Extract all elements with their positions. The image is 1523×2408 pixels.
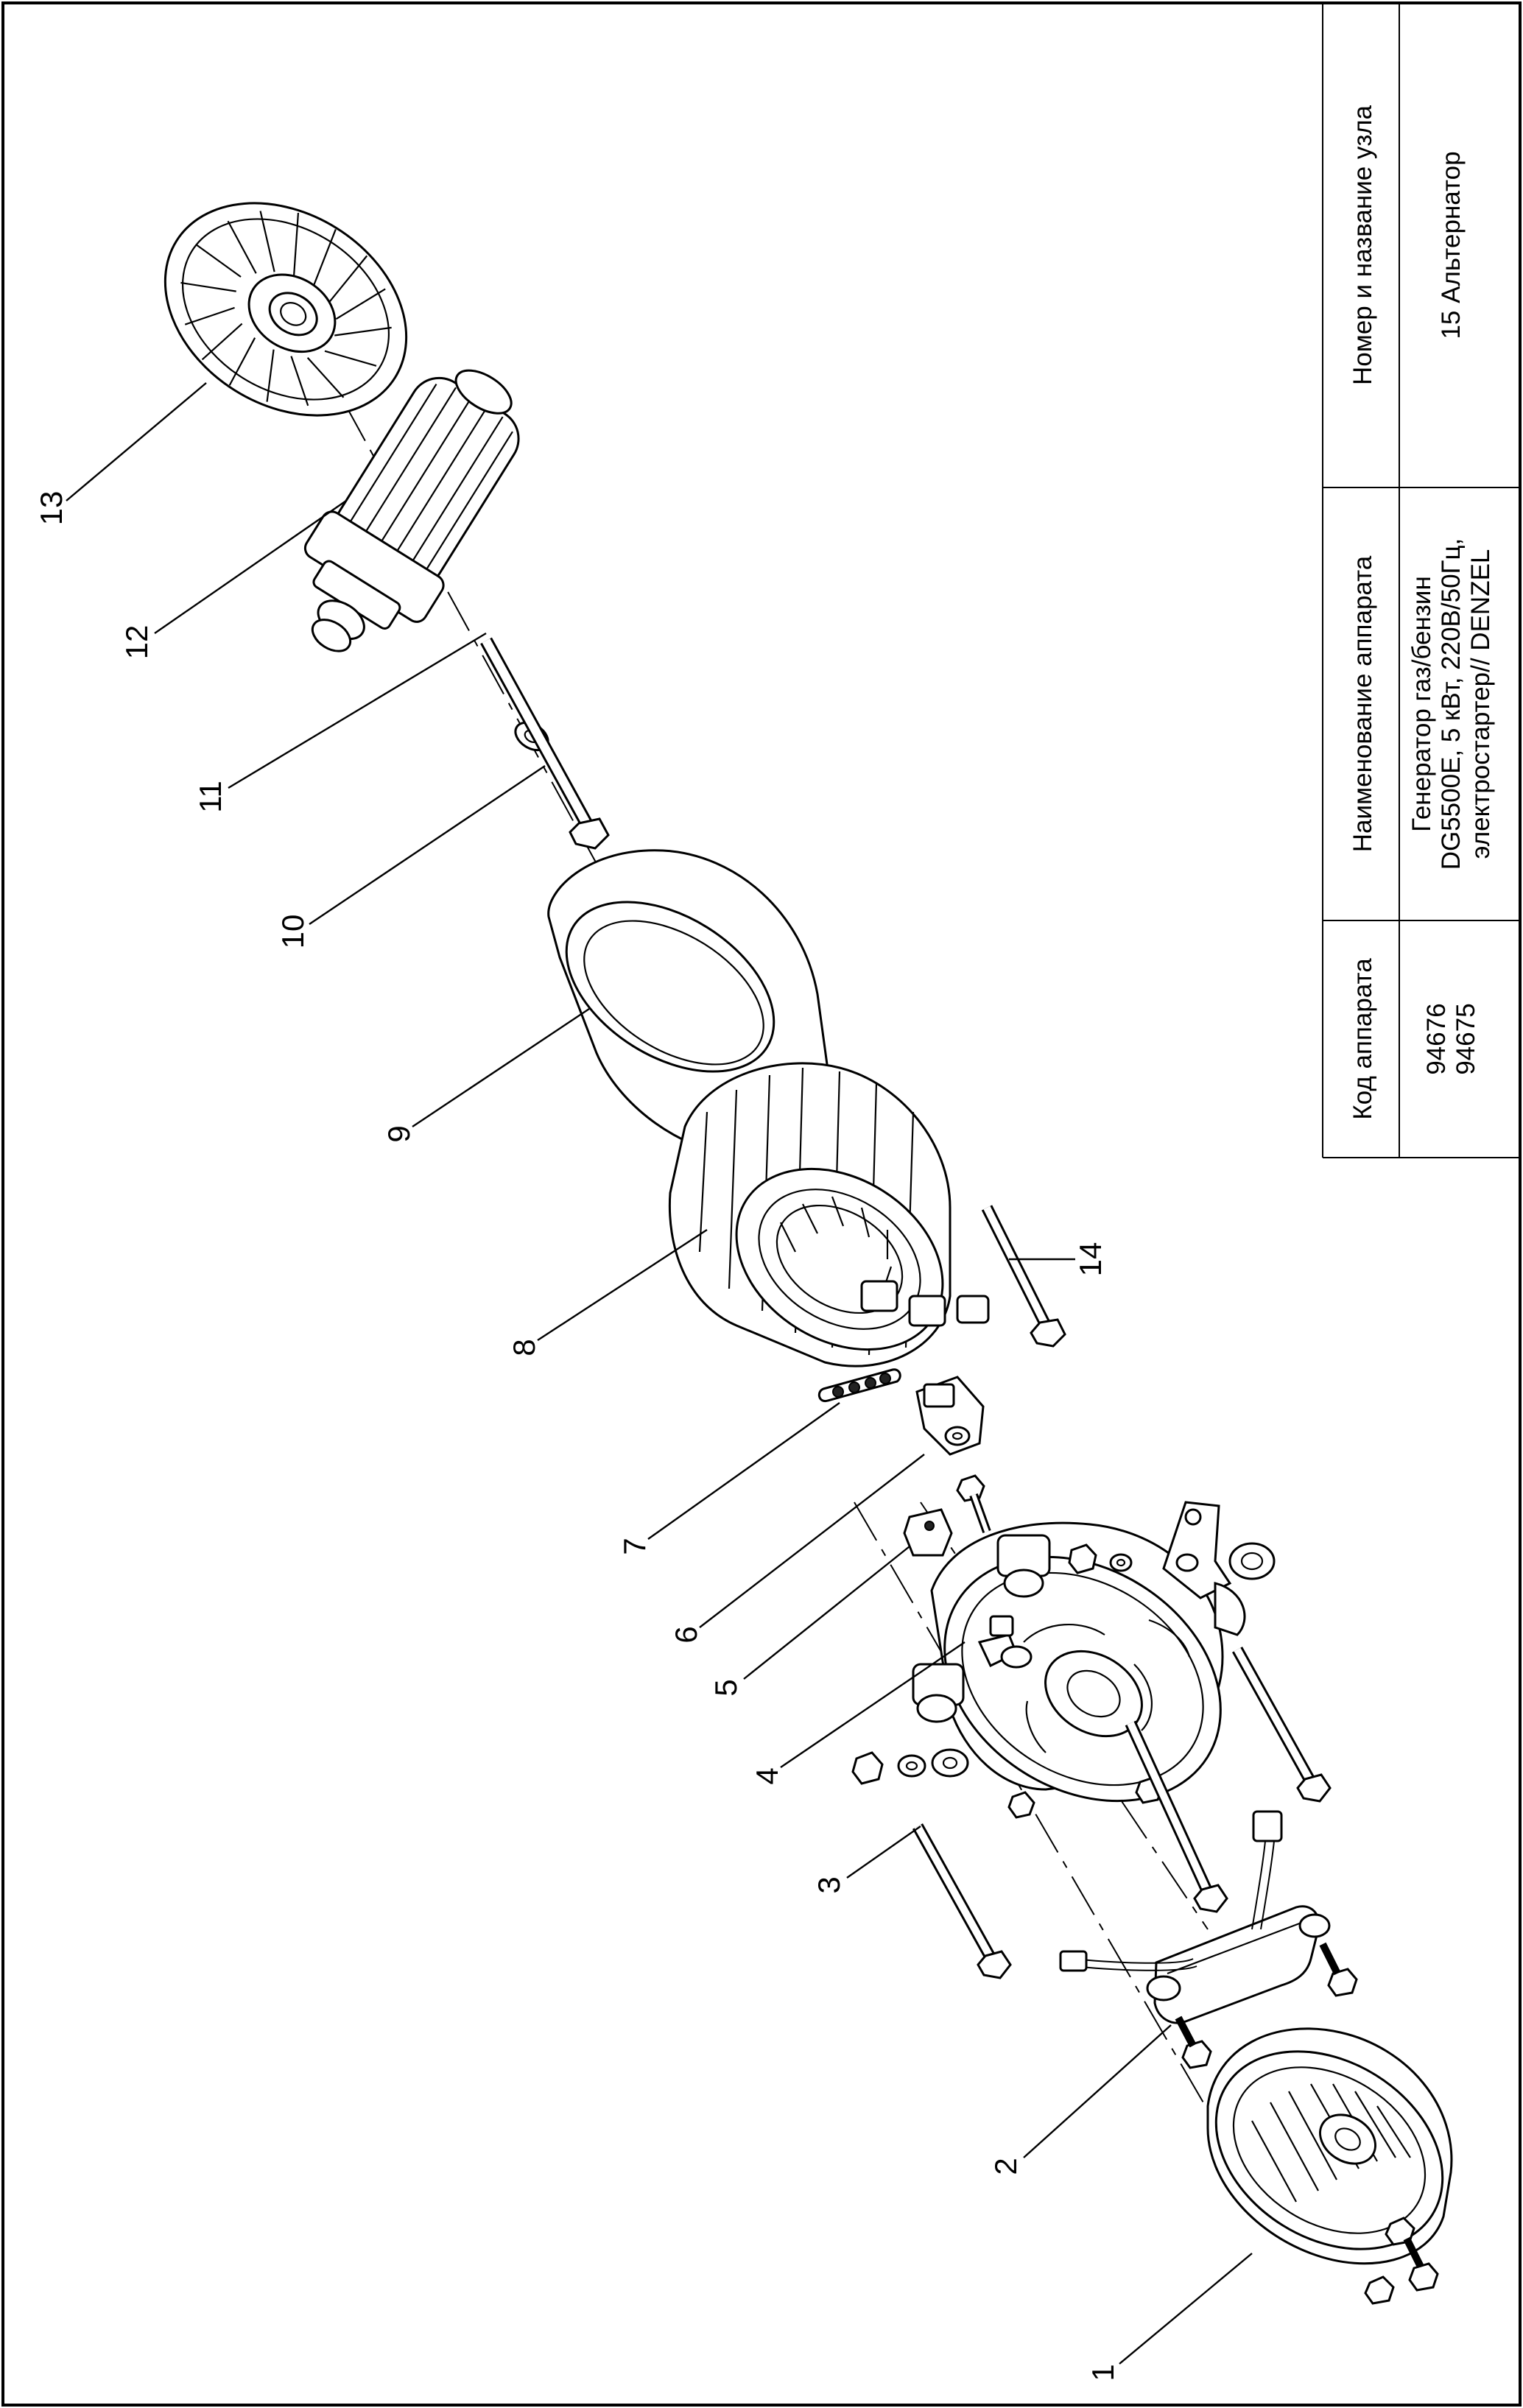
callout-8: 8 (507, 1339, 541, 1356)
stator (668, 1062, 990, 1367)
bolt-nut-set (851, 1748, 1012, 1979)
name-line-3: электростартер// DENZEL (1466, 549, 1495, 859)
header-unit: Номер и название узла (1348, 105, 1377, 384)
flywheel-fan (163, 202, 408, 417)
callout-7: 7 (617, 1538, 652, 1555)
callout-4: 4 (750, 1767, 784, 1784)
callout-1: 1 (1086, 2364, 1120, 2381)
callout-2: 2 (988, 2158, 1023, 2175)
header-code: Код аппарата (1348, 958, 1377, 1120)
contact-plate (817, 1368, 901, 1403)
name-line-1: Генератор газ/бензин (1407, 576, 1436, 832)
housing-long-bolt (1232, 1647, 1332, 1803)
clamp (903, 1508, 953, 1557)
end-cover (1206, 2027, 1453, 2305)
callout-5: 5 (708, 1679, 743, 1696)
unit-name: 15 Альтернатор (1437, 151, 1466, 339)
callout-12: 12 (119, 625, 154, 660)
callout-labels: 13 12 11 10 9 8 7 6 5 4 3 2 1 14 (34, 491, 1120, 2381)
callout-10: 10 (275, 915, 310, 949)
code-line-2: 94675 (1452, 1003, 1480, 1074)
callout-13: 13 (34, 491, 68, 526)
through-bolt (480, 637, 610, 850)
rotor (303, 369, 520, 652)
code-line-1: 94676 (1422, 1003, 1451, 1074)
callout-3: 3 (812, 1876, 846, 1893)
callout-9: 9 (381, 1125, 416, 1142)
callout-14: 14 (1073, 1242, 1108, 1277)
end-housing (912, 1501, 1276, 1819)
brush-holder (915, 1376, 985, 1456)
leader-lines (66, 382, 1253, 2365)
housing-top-bolt (956, 1474, 991, 1534)
stator-bolt (981, 1205, 1066, 1348)
voltage-regulator (1059, 1810, 1358, 2069)
callout-6: 6 (669, 1626, 703, 1643)
header-name: Наименование аппарата (1348, 555, 1377, 852)
callout-11: 11 (193, 781, 228, 813)
assembly-long-bolt (1125, 1720, 1228, 1913)
name-line-2: DG5500E, 5 кВт, 220В/50Гц, (1437, 538, 1466, 870)
title-block: Код аппарата Наименование аппарата Номер… (1322, 3, 1520, 1158)
